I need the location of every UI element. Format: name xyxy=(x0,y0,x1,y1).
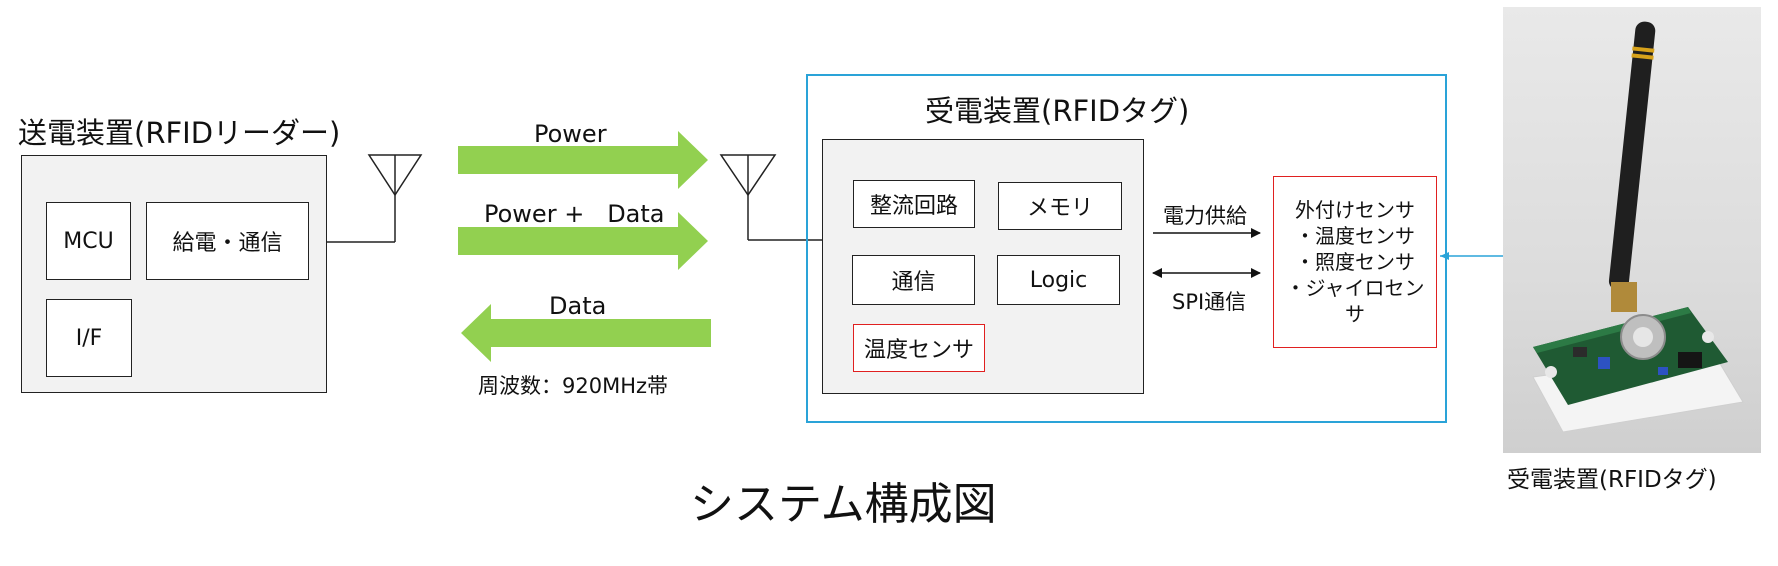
external-sensors-box: 外付けセンサ ・温度センサ ・照度センサ ・ジャイロセン サ xyxy=(1273,176,1437,348)
comm-block: 通信 xyxy=(852,255,975,305)
external-sensor-item: サ xyxy=(1345,302,1365,326)
power-supply-label: 電力供給 xyxy=(1163,204,1247,228)
mcu-block: MCU xyxy=(46,202,131,280)
interface-block: I/F xyxy=(46,299,132,377)
figure-caption: システム構成図 xyxy=(690,479,997,530)
rfid-tag-photo xyxy=(1503,7,1761,453)
temp-sensor-block: 温度センサ xyxy=(853,324,985,372)
rectifier-block: 整流回路 xyxy=(853,180,975,228)
external-sensor-item: ・照度センサ xyxy=(1295,250,1415,274)
spi-label: SPI通信 xyxy=(1172,290,1247,314)
photo-caption: 受電装置(RFIDタグ) xyxy=(1507,467,1717,493)
frequency-label: 周波数：920MHz帯 xyxy=(478,374,669,398)
power-data-arrow xyxy=(458,212,708,270)
receiver-frame xyxy=(806,74,1447,423)
data-label: Data xyxy=(549,292,607,320)
rfid-tag-device-image xyxy=(1532,21,1744,433)
receiver-title: 受電装置(RFIDタグ) xyxy=(925,94,1190,128)
external-sensors-heading: 外付けセンサ xyxy=(1295,198,1415,222)
power-comm-block: 給電・通信 xyxy=(146,202,309,280)
power-label: Power xyxy=(534,120,607,148)
receiver-antenna-icon xyxy=(719,154,822,241)
data-arrow xyxy=(461,304,711,362)
external-sensor-item: ・温度センサ xyxy=(1295,224,1415,248)
transmitter-title: 送電装置(RFIDリーダー) xyxy=(18,116,341,150)
external-sensor-item: ・ジャイロセン xyxy=(1285,276,1425,300)
memory-block: メモリ xyxy=(998,182,1122,230)
power-arrow xyxy=(458,131,708,189)
logic-block: Logic xyxy=(997,255,1120,305)
power-data-label: Power + Data xyxy=(484,200,665,228)
